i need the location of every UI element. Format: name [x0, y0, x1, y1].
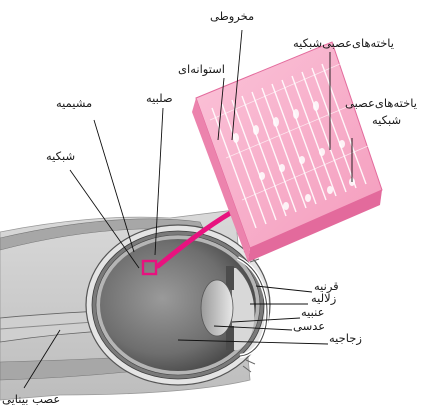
label-lens: عدسی — [293, 320, 325, 333]
label-sclera: صلبیه — [146, 92, 173, 105]
label-aqueous: زلالیه — [311, 292, 336, 305]
label-iris: عنبیه — [301, 306, 324, 319]
label-ganglion-cells: یاخته‌های‌عصبی‌شبکیه — [293, 37, 394, 50]
label-rod: استوانه‌ای — [178, 63, 225, 76]
label-choroid: مشیمیه — [56, 97, 92, 110]
label-retinal-neurons-line1: یاخته‌های‌عصبی — [345, 97, 417, 110]
label-retinal-neurons-line2: شبکیه — [372, 114, 401, 127]
label-cone: مخروطی — [210, 10, 254, 23]
label-optic-nerve: عصب بینایی — [2, 393, 60, 406]
label-vitreous: زجاجیه — [329, 332, 362, 345]
label-retina: شبکیه — [46, 150, 75, 163]
lens-shape — [201, 280, 233, 336]
